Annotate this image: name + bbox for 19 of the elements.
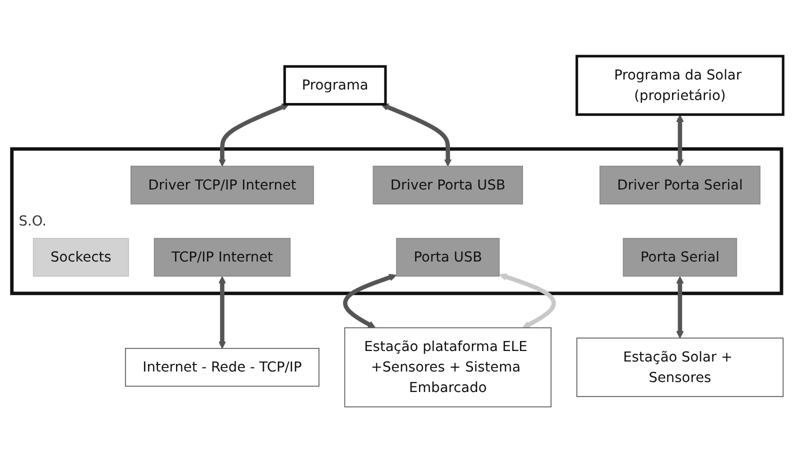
arrow xyxy=(381,104,452,167)
node-box: Estação Solar + Sensores xyxy=(576,338,784,397)
arrow xyxy=(676,114,684,167)
node-box: Internet - Rede - TCP/IP xyxy=(125,348,320,387)
node-box: Driver TCP/IP Internet xyxy=(130,166,314,204)
arrow xyxy=(218,104,290,167)
node-box: Programa xyxy=(283,65,387,106)
node-box: Porta USB xyxy=(396,238,500,277)
node-box: Driver Porta Serial xyxy=(600,166,760,204)
node-box: Porta Serial xyxy=(622,238,738,277)
node-box: Sockects xyxy=(32,238,129,277)
node-box: TCP/IP Internet xyxy=(154,238,291,277)
node-box: Driver Porta USB xyxy=(372,166,523,204)
arrow xyxy=(218,276,226,349)
arrow xyxy=(499,273,556,328)
node-box: Estação plataforma ELE +Sensores + Sistema Embarcado xyxy=(344,327,552,408)
arrow xyxy=(343,274,397,328)
arrow xyxy=(676,276,684,338)
node-box: Programa da Solar (proprietário) xyxy=(576,54,784,116)
